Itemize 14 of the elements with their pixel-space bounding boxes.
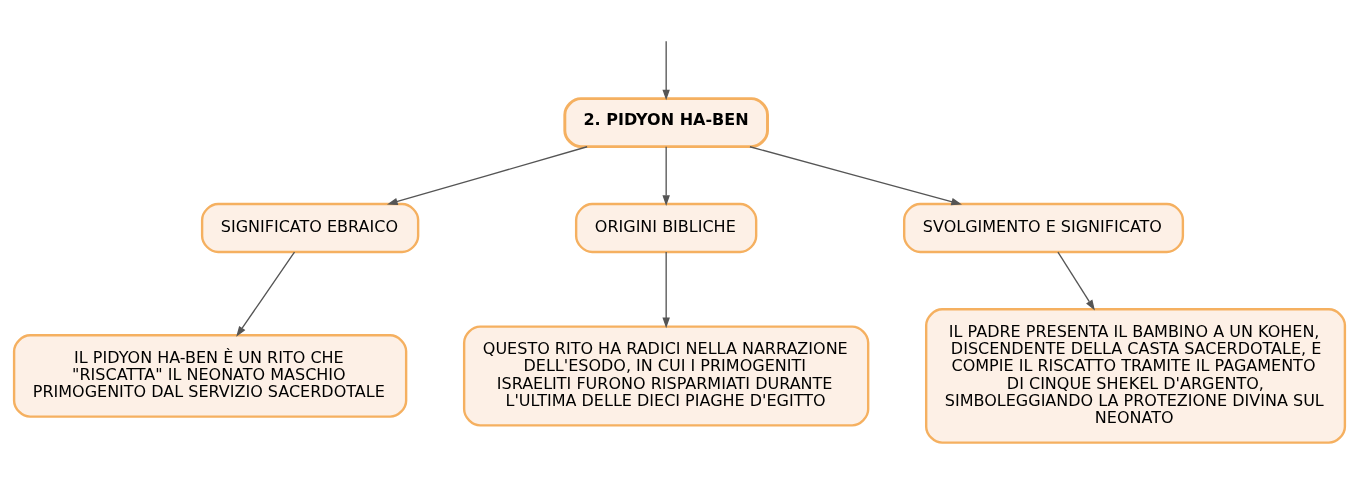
arrow bbox=[1057, 251, 1095, 311]
arrow bbox=[236, 251, 296, 337]
arrow bbox=[749, 146, 962, 206]
node-box: QUESTO RITO HA RADICI NELLA NARRAZIONE DELL'ESODO, IN CUI I PRIMOGENITI ISRAELITI FURONO RISPARMIATI DURANTE L'ULTIMA DELLE DIECI PIAGHE D'EGITTO bbox=[462, 325, 870, 427]
arrow bbox=[387, 146, 588, 206]
node-box: 2. PIDYON HA-BEN bbox=[563, 97, 769, 149]
arrow bbox=[662, 251, 670, 329]
node-box: IL PADRE PRESENTA IL BAMBINO A UN KOHEN, DISCENDENTE DELLA CASTA SACERDOTALE, E COMPIE IL RISCATTO TRAMITE IL PAGAMENTO DI CINQUE SHEKEL D'ARGENTO, SIMBOLEGGIANDO LA PROTEZIONE DIVINA SUL NEONATO bbox=[925, 308, 1347, 444]
node-box: ORIGINI BIBLICHE bbox=[574, 202, 758, 254]
arrow bbox=[662, 40, 670, 101]
node-box: SIGNIFICATO EBRAICO bbox=[200, 202, 420, 254]
node-box: IL PIDYON HA-BEN È UN RITO CHE "RISCATTA" IL NEONATO MASCHIO PRIMOGENITO DAL SERVIZIO SACERDOTALE bbox=[12, 334, 408, 418]
node-box: SVOLGIMENTO E SIGNIFICATO bbox=[903, 202, 1185, 254]
arrow bbox=[662, 146, 670, 206]
